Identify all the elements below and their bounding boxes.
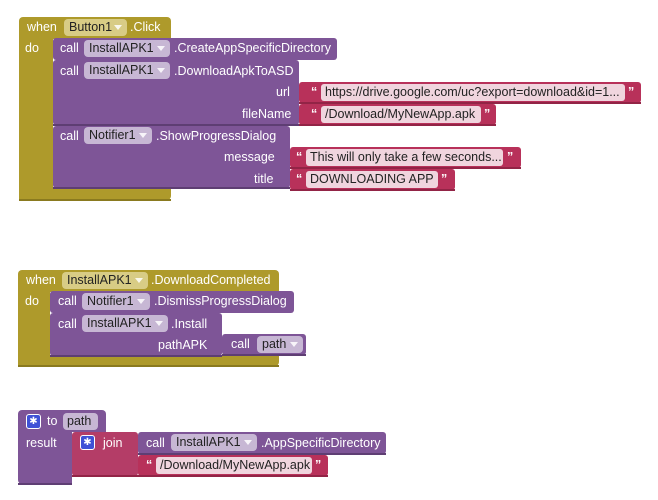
event-component-dropdown[interactable]: InstallAPK1 <box>62 272 148 289</box>
asd-method-name: .AppSpecificDirectory <box>261 436 381 450</box>
create-component-dropdown[interactable]: InstallAPK1 <box>84 40 170 57</box>
asd-component-dropdown[interactable]: InstallAPK1 <box>171 434 257 451</box>
call-keyword: call <box>60 64 79 78</box>
event-component-dropdown[interactable]: Button1 <box>64 19 127 36</box>
join-text-value[interactable]: /Download/MyNewApp.apk <box>156 457 312 474</box>
install-method-name: .Install <box>171 317 208 331</box>
path-procedure-dropdown[interactable]: path <box>257 336 303 353</box>
pathapk-param-label: pathAPK <box>158 338 208 352</box>
dismiss-method-name: .DismissProgressDialog <box>154 294 287 308</box>
event-name: .Click <box>130 20 161 34</box>
notifier-component-dropdown[interactable]: Notifier1 <box>84 127 152 144</box>
filename-text-value[interactable]: /Download/MyNewApp.apk <box>321 106 481 123</box>
title-text-value[interactable]: DOWNLOADING APP <box>306 171 438 188</box>
when-keyword: when <box>26 273 56 287</box>
download-component-dropdown[interactable]: InstallAPK1 <box>84 62 170 79</box>
call-keyword: call <box>58 317 77 331</box>
url-param-label: url <box>276 85 290 99</box>
procedure-name-field[interactable]: path <box>63 413 98 430</box>
call-keyword: call <box>58 294 77 308</box>
event-name: .DownloadCompleted <box>151 273 271 287</box>
dismiss-component-dropdown[interactable]: Notifier1 <box>82 293 150 310</box>
call-keyword: call <box>60 129 79 143</box>
message-text-value[interactable]: This will only take a few seconds... <box>306 149 503 166</box>
url-text-value[interactable]: https://drive.google.com/uc?export=downl… <box>321 84 625 101</box>
title-param-label: title <box>254 172 274 186</box>
call-keyword: call <box>60 41 79 55</box>
do-keyword: do <box>25 41 39 55</box>
call-keyword: call <box>146 436 165 450</box>
call-keyword: call <box>231 337 250 351</box>
message-param-label: message <box>224 150 275 164</box>
when-keyword: when <box>27 20 57 34</box>
join-keyword: join <box>103 436 123 450</box>
result-label: result <box>26 436 57 450</box>
gear-icon[interactable]: ✱ <box>80 435 95 450</box>
install-component-dropdown[interactable]: InstallAPK1 <box>82 315 168 332</box>
do-keyword: do <box>25 294 39 308</box>
notifier-method-name: .ShowProgressDialog <box>156 129 277 143</box>
to-keyword: to <box>47 414 58 428</box>
download-method-name: .DownloadApkToASD <box>174 64 294 78</box>
filename-param-label: fileName <box>242 107 292 121</box>
create-method-name: .CreateAppSpecificDirectory <box>174 41 332 55</box>
gear-icon[interactable]: ✱ <box>26 414 41 429</box>
